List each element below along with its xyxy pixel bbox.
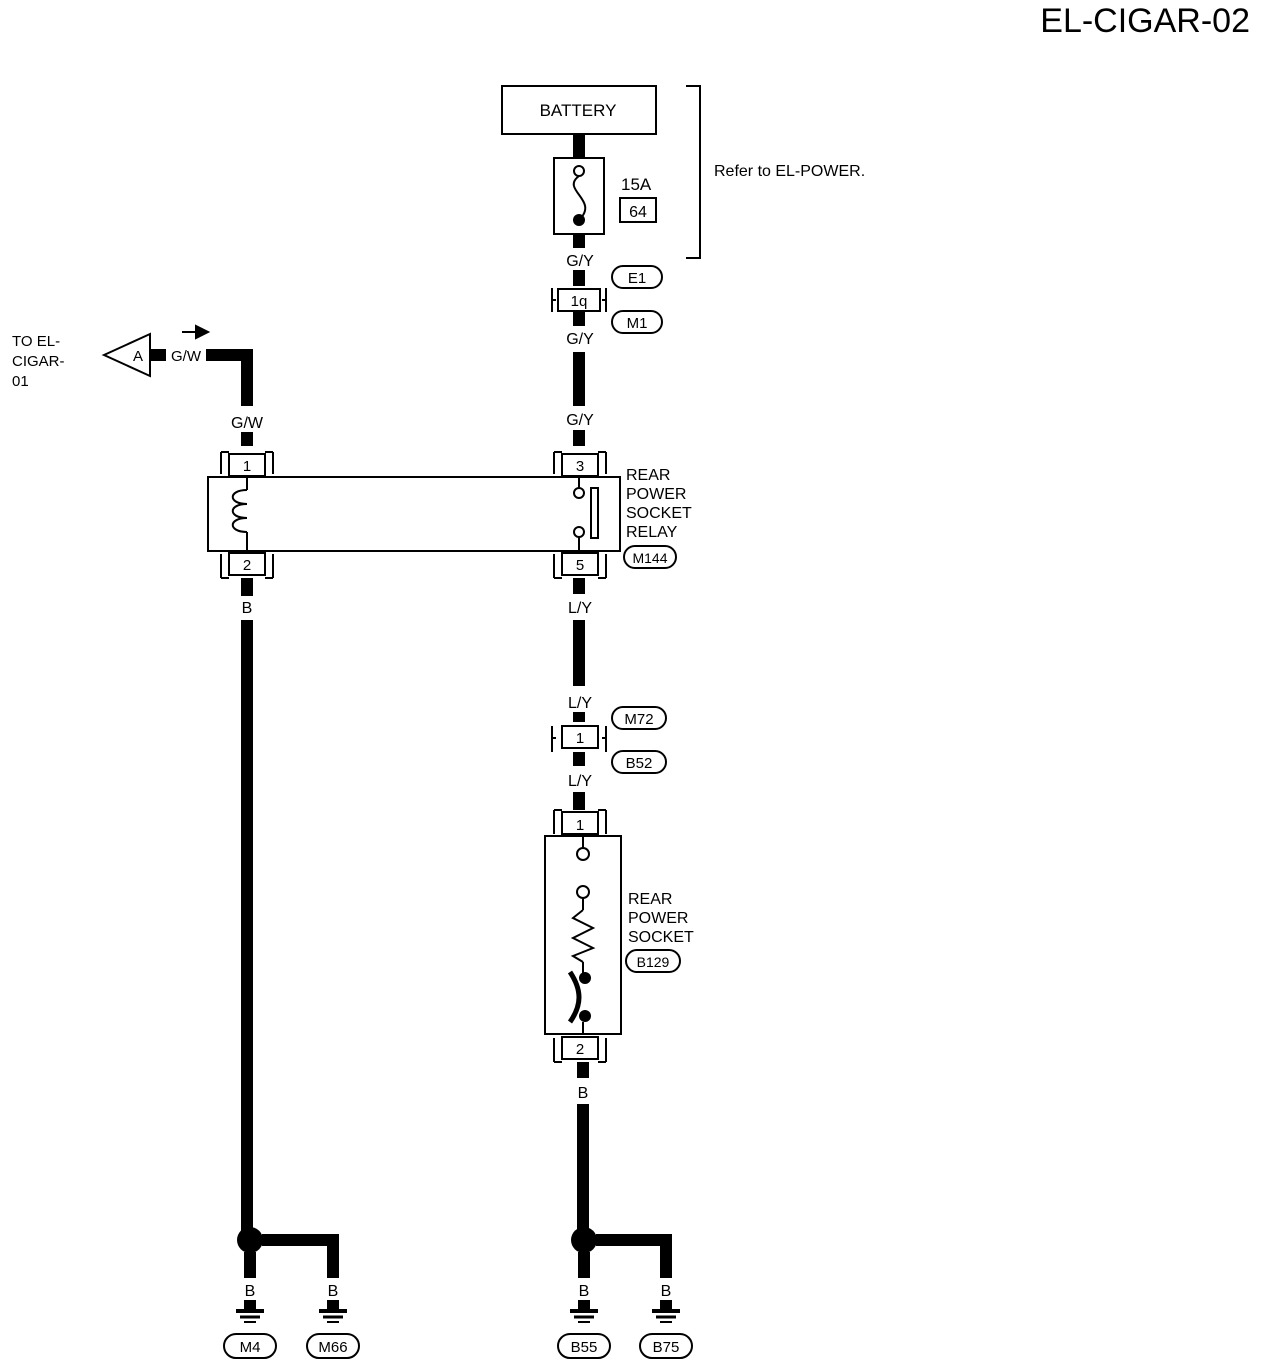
fuse-number: 64 (629, 204, 647, 221)
splice-left (237, 1227, 263, 1253)
ground-m66: M66 (318, 1339, 347, 1356)
connector-m72-badge (611, 706, 667, 730)
relay-name-line1: REAR (626, 467, 670, 484)
socket-pin-1: 1 (576, 817, 584, 834)
relay-body (207, 451, 621, 579)
wire-label-b-relay: B (242, 600, 253, 617)
socket-connector-badge (625, 949, 681, 973)
refer-bracket (686, 85, 701, 259)
offpage-to-line3: 01 (12, 373, 29, 390)
relay-connector: M144 (632, 550, 667, 566)
refer-note: Refer to EL-POWER. (714, 163, 865, 180)
ground-badge-b55 (557, 1333, 611, 1359)
wire-label-b-g3: B (579, 1283, 590, 1300)
wire-label-ly-1: L/Y (568, 600, 592, 617)
socket-connector: B129 (637, 954, 670, 970)
wire-label-ly-3: L/Y (568, 773, 592, 790)
relay-pin-5: 5 (576, 557, 584, 574)
ground-b55: B55 (571, 1339, 598, 1356)
socket-name-line1: REAR (628, 891, 672, 908)
relay-pin-2: 2 (243, 557, 251, 574)
ground-badge-b75 (639, 1333, 693, 1359)
connector-m72: M72 (624, 711, 653, 728)
relay-pin-1: 1 (243, 458, 251, 475)
relay-name-line3: SOCKET (626, 505, 692, 522)
offpage-arrow-a (101, 332, 151, 378)
wire-b-right-branch (596, 1234, 672, 1278)
relay-name-line2: POWER (626, 486, 686, 503)
socket-pin-2: 2 (576, 1041, 584, 1058)
offpage-letter: A (133, 348, 143, 365)
ground-b75: B75 (653, 1339, 680, 1356)
fuse (553, 157, 605, 235)
wire-label-gw-relay: G/W (231, 415, 264, 432)
wire-b-left-branch (262, 1234, 339, 1278)
connector-e1-m1 (551, 288, 607, 312)
ground-badge-m4 (223, 1333, 277, 1359)
wire-label-gy-1: G/Y (566, 253, 594, 270)
connector-mid-pin: 1 (576, 730, 584, 747)
ground-icon-m4 (236, 1300, 264, 1323)
relay-connector-badge (623, 545, 677, 569)
fuse-rating: 15A (621, 175, 652, 194)
wire-label-b-socket: B (578, 1085, 589, 1102)
wire-label-gy-2: G/Y (566, 331, 594, 348)
wire-label-b-g2: B (328, 1283, 339, 1300)
socket-body (544, 809, 622, 1063)
wire-gw (206, 349, 253, 406)
wire-label-b-g4: B (661, 1283, 672, 1300)
relay-pin-3: 3 (576, 458, 584, 475)
ground-badge-m66 (306, 1333, 360, 1359)
wire-label-gy-3: G/Y (566, 412, 594, 429)
wire-label-gw-arrow: G/W (171, 348, 202, 365)
connector-1q-pin: 1q (571, 293, 588, 310)
wire-label-b-g1: B (245, 1283, 256, 1300)
socket-name-line3: SOCKET (628, 929, 694, 946)
fuse-number-box (619, 197, 657, 223)
connector-m1: M1 (627, 315, 648, 332)
connector-m72-b52 (551, 725, 607, 752)
connector-e1: E1 (628, 270, 646, 287)
splice-right (571, 1227, 597, 1253)
connector-b52-badge (611, 750, 667, 774)
relay-name-line4: RELAY (626, 524, 678, 541)
battery-label: BATTERY (540, 101, 617, 120)
socket-name-line2: POWER (628, 910, 688, 927)
ground-icon-b55 (570, 1300, 598, 1323)
ground-m4: M4 (240, 1339, 261, 1356)
wire-label-ly-2: L/Y (568, 695, 592, 712)
direction-arrow-icon (182, 324, 211, 340)
page-id: EL-CIGAR-02 (1040, 2, 1250, 40)
offpage-to-line2: CIGAR- (12, 353, 65, 370)
connector-m1-badge (611, 310, 663, 334)
offpage-to-line1: TO EL- (12, 333, 60, 350)
ground-icon-m66 (319, 1300, 347, 1323)
connector-e1-badge (611, 265, 663, 289)
connector-b52: B52 (626, 755, 653, 772)
ground-icon-b75 (652, 1300, 680, 1323)
